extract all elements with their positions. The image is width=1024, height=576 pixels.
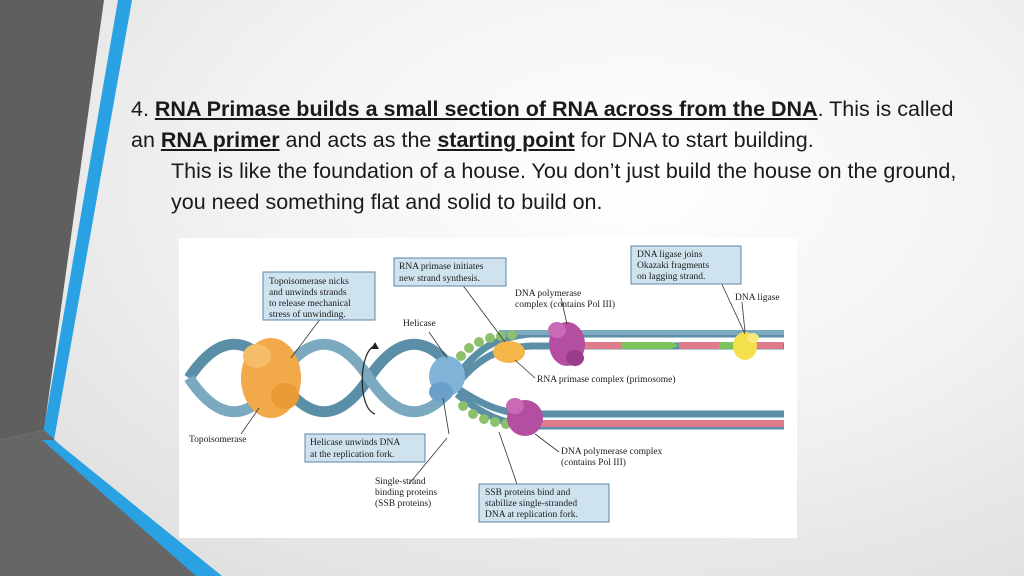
text-part-3: for DNA to start building. — [574, 128, 814, 152]
lagging-arm-top — [455, 385, 784, 418]
callout-line: new strand synthesis. — [399, 274, 480, 284]
emphasis-starting-point: starting point — [437, 128, 575, 152]
ssb-bead — [456, 351, 466, 361]
label-ssb-line1: Single-strand — [375, 477, 426, 487]
text-part-1: . This is called an — [131, 97, 954, 152]
text-part-2: and acts as the — [279, 128, 438, 152]
ssb-proteins — [456, 330, 517, 429]
label-topoisomerase: Topoisomerase — [189, 435, 246, 445]
diagram-svg: Topoisomerase nicks and unwinds strands … — [184, 245, 784, 523]
label-dna-polymerase-bottom-line2: (contains Pol III) — [561, 457, 626, 468]
rna-primer-segment — [751, 342, 783, 349]
ssb-bead — [464, 343, 474, 353]
dna-polymerase-bottom — [506, 398, 543, 436]
callout-line: stress of unwinding. — [269, 309, 346, 320]
helicase-protein — [429, 356, 465, 402]
callout-ssb: SSB proteins bind and stabilize single-s… — [478, 483, 610, 523]
label-ssb-line2: binding proteins — [375, 488, 437, 498]
helix-strand-a — [184, 338, 464, 418]
leader-lines — [240, 271, 746, 485]
rotation-arrow-icon — [361, 345, 376, 415]
callout-line: stabilize single-stranded — [485, 499, 577, 509]
label-helicase: Helicase — [403, 319, 436, 329]
label-ssb-line3: (SSB proteins) — [375, 498, 431, 509]
label-primosome: RNA primase complex (primosome) — [537, 374, 676, 385]
callout-ligase: DNA ligase joins Okazaki fragments on la… — [630, 245, 742, 285]
rna-primer-segment — [531, 420, 784, 427]
ssb-bead — [490, 417, 500, 427]
callout-primase: RNA primase initiates new strand synthes… — [393, 257, 507, 287]
decor-stripe-lower-dark — [0, 430, 200, 576]
callout-line: DNA at replication fork. — [485, 509, 578, 520]
ssb-bead — [507, 330, 517, 340]
paragraph-1: 4. RNA Primase builds a small section of… — [131, 94, 981, 156]
dna-polymerase-top — [548, 322, 585, 366]
new-dna-arrow — [621, 342, 679, 349]
rna-primer-segment — [679, 342, 719, 349]
ssb-bead — [468, 409, 478, 419]
label-dna-polymerase-top-line2: complex (contains Pol III) — [515, 299, 615, 310]
dna-replication-diagram: Topoisomerase nicks and unwinds strands … — [179, 238, 797, 538]
ssb-bead — [485, 333, 495, 343]
callout-line: to release mechanical — [269, 299, 351, 309]
rotation-arrowhead-icon — [371, 342, 379, 349]
helix-strand-b — [184, 338, 464, 418]
callout-line: and unwinds strands — [269, 288, 347, 298]
callout-line: at the replication fork. — [310, 449, 394, 460]
decor-stripe-blue — [42, 0, 132, 440]
emphasis-rna-primer: RNA primer — [160, 128, 280, 152]
decor-stripe-dark — [0, 0, 104, 440]
dna-ligase-protein — [733, 332, 759, 360]
callout-line: SSB proteins bind and — [485, 488, 570, 498]
callout-line: on lagging strand. — [637, 272, 705, 282]
topoisomerase-protein — [241, 338, 301, 418]
label-dna-polymerase-bottom-line1: DNA polymerase complex — [561, 447, 663, 457]
new-dna-segment — [499, 330, 784, 335]
decor-stripe-lower-blue — [42, 440, 222, 576]
callout-helicase: Helicase unwinds DNA at the replication … — [304, 433, 426, 463]
label-dna-polymerase-top-line1: DNA polymerase — [515, 289, 581, 299]
rna-primase-complex — [493, 341, 525, 363]
bottom-new-strand — [531, 420, 784, 427]
rna-primer-segment — [551, 342, 621, 349]
callout-line: Okazaki fragments — [637, 260, 709, 271]
callout-topoisomerase: Topoisomerase nicks and unwinds strands … — [262, 271, 376, 321]
callout-line: Topoisomerase nicks — [269, 277, 349, 287]
paragraph-2: This is like the foundation of a house. … — [171, 159, 957, 214]
callout-line: RNA primase initiates — [399, 262, 484, 272]
ssb-bead — [474, 337, 484, 347]
step-number: 4. — [131, 97, 155, 121]
dna-double-helix — [184, 338, 464, 418]
ssb-bead — [479, 414, 489, 424]
callout-line: DNA ligase joins — [637, 250, 703, 260]
slide-text: 4. RNA Primase builds a small section of… — [131, 94, 981, 218]
ssb-bead — [458, 401, 468, 411]
emphasis-primase-builds: RNA Primase builds a small section of RN… — [154, 97, 818, 121]
label-dna-ligase: DNA ligase — [735, 293, 780, 303]
callout-line: Helicase unwinds DNA — [310, 438, 400, 448]
